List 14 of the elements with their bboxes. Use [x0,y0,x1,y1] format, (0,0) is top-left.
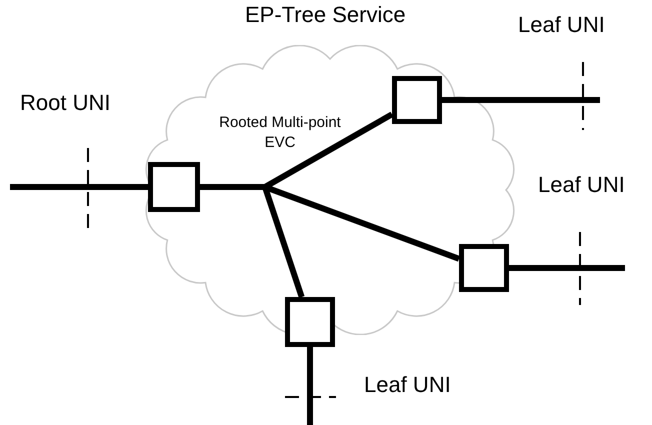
network-element-box [285,297,335,347]
network-element-box [392,76,442,124]
interface-label: Root UNI [20,90,110,116]
interface-label: Leaf UNI [538,172,625,198]
network-element-box [459,244,509,292]
interface-label: Leaf UNI [364,372,451,398]
link-line [442,97,600,103]
network-element-box [148,162,200,212]
link-line [10,184,148,190]
link-line [307,347,313,425]
interface-label: Leaf UNI [518,12,605,38]
link-line [509,265,625,271]
cloud-label: Rooted Multi-point EVC [218,113,342,153]
diagram-title: EP-Tree Service [245,2,406,28]
